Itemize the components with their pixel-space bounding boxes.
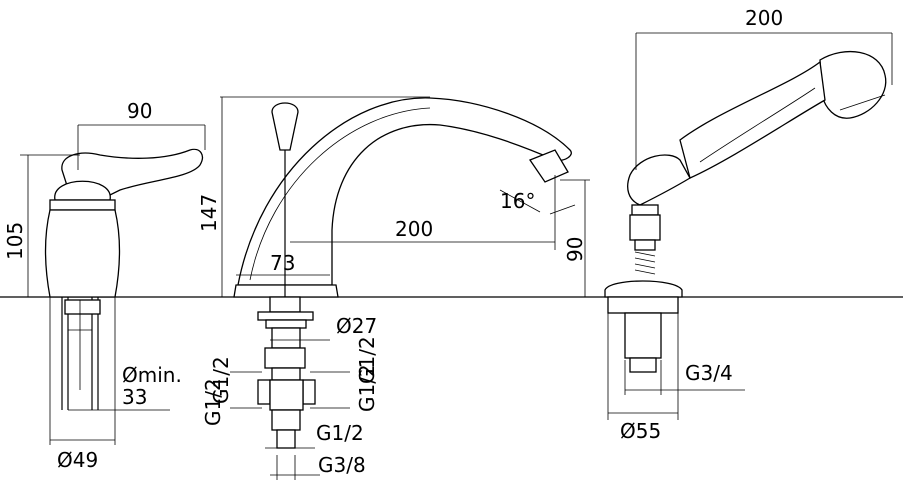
thread-g12-left-lower-label: G1/2 xyxy=(201,378,225,426)
mixer-body xyxy=(44,148,204,410)
spout-height-label: 147 xyxy=(197,194,221,232)
shower-dimensions xyxy=(607,32,893,420)
spout-base-label: 73 xyxy=(270,251,295,275)
shower-length-label: 200 xyxy=(745,6,783,30)
spout-dimensions xyxy=(220,96,590,480)
mixer-height-label: 105 xyxy=(3,222,27,260)
spout-shank-dia-label: Ø27 xyxy=(336,314,377,338)
thread-g12-left-label: G1/2 xyxy=(209,356,233,404)
thread-g38-label: G3/8 xyxy=(318,453,366,477)
mixer-base-dia-label: Ø49 xyxy=(57,448,98,472)
spout-reach-label: 200 xyxy=(395,217,433,241)
thread-g12-right-label: G1/2 xyxy=(355,336,379,384)
hole-min-value: 33 xyxy=(122,385,147,409)
thread-g12-bottom-label: G1/2 xyxy=(316,421,364,445)
spout-body xyxy=(233,97,572,449)
mixer-width-label: 90 xyxy=(127,99,152,123)
thread-g12-right-lower-label: G1/2 xyxy=(355,364,379,412)
spout-angle-label: 16° xyxy=(500,189,535,213)
shower-base-dia-label: Ø55 xyxy=(620,419,661,443)
shower-thread-label: G3/4 xyxy=(685,361,733,385)
hole-min-label: Ømin. xyxy=(122,363,182,387)
hand-shower xyxy=(604,50,887,373)
spout-outlet-height-label: 90 xyxy=(563,237,587,262)
mixer-dimensions xyxy=(20,124,206,445)
